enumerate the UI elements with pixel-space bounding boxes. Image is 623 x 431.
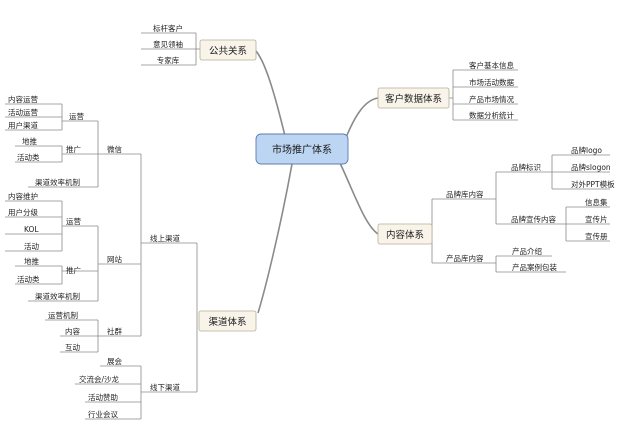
center-node: 市场推广体系 (255, 133, 349, 165)
wechat-promotion-label: 推广 (66, 144, 81, 154)
connector-center-content (339, 162, 379, 235)
wechat-promotion-item: 活动类 (17, 152, 40, 162)
website-promotion-label: 推广 (66, 265, 81, 275)
pr-item: 专家库 (157, 55, 180, 65)
wechat-operation-item: 内容运营 (8, 94, 38, 104)
website-promotion-item: 活动类 (17, 274, 40, 284)
product-library-item: 产品案例包装 (512, 262, 557, 272)
offline-item: 展会 (107, 356, 122, 366)
connector-center-channel (257, 163, 293, 314)
branch-customer-data: 客户数据体系 (377, 87, 450, 109)
customer-data-title: 客户数据体系 (385, 93, 442, 105)
brand-promo-item: 信息集 (585, 197, 608, 207)
branch-content: 内容体系 (377, 223, 433, 245)
website-operation-label: 运营 (66, 216, 81, 226)
wechat-label: 微信 (107, 144, 122, 154)
wechat-mechanism: 渠道效率机制 (35, 177, 80, 187)
labels-channel: 线上渠道 线下渠道 微信 运营 内容运营 活动运营 用户渠道 推广 地推 活动类… (8, 94, 180, 419)
brand-identity-label: 品牌标识 (511, 162, 541, 172)
connector-center-public (254, 49, 286, 137)
offline-item: 活动赞助 (88, 392, 118, 402)
website-operation-item: 内容维护 (8, 191, 38, 201)
wechat-operation-label: 运营 (69, 111, 84, 121)
community-item: 运营机制 (48, 310, 78, 320)
website-label: 网站 (107, 254, 122, 264)
center-node-label: 市场推广体系 (272, 143, 332, 156)
cd-item: 客户基本信息 (469, 60, 514, 70)
brand-promo-item: 宣传片 (585, 214, 608, 224)
wechat-promotion-item: 地推 (22, 136, 37, 146)
public-relations-title: 公共关系 (209, 45, 247, 57)
channel-title: 渠道体系 (208, 316, 246, 328)
website-promotion-item: 地推 (24, 256, 39, 266)
wechat-operation-item: 用户渠道 (8, 120, 38, 130)
brand-identity-item: 品牌logo (571, 145, 602, 155)
offline-channel-label: 线下渠道 (150, 382, 180, 392)
product-library-item: 产品介绍 (512, 246, 542, 256)
website-operation-item: 用户分级 (8, 207, 38, 217)
labels-content: 品牌库内容 品牌标识 品牌logo 品牌slogon 对外PPT模板 品牌宣传内… (446, 145, 615, 272)
community-item: 内容 (65, 326, 80, 336)
brand-identity-item: 对外PPT模板 (571, 179, 615, 189)
online-channel-label: 线上渠道 (150, 233, 180, 243)
connectors (5, 32, 610, 420)
brand-identity-item: 品牌slogon (571, 162, 611, 172)
community-label: 社群 (107, 326, 122, 336)
connector-center-customer (344, 97, 379, 141)
branch-public-relations: 公共关系 (199, 39, 257, 61)
pr-item: 标杆客户 (153, 23, 183, 33)
offline-item: 行业会议 (88, 409, 118, 419)
wechat-operation-item: 活动运营 (8, 107, 38, 117)
offline-item: 交流会/沙龙 (79, 374, 120, 384)
content-title: 内容体系 (386, 229, 424, 241)
website-mechanism: 渠道效率机制 (35, 291, 80, 301)
branch-channel: 渠道体系 (198, 310, 257, 332)
website-operation-item: 活动 (24, 241, 39, 251)
pr-item: 意见领袖 (153, 39, 183, 49)
brand-promo-label: 品牌宣传内容 (511, 214, 556, 224)
website-operation-item: KOL (24, 225, 39, 234)
brand-library-label: 品牌库内容 (446, 189, 484, 199)
cd-item: 产品市场情况 (469, 94, 514, 104)
cd-item: 市场活动数据 (469, 77, 514, 87)
brand-promo-item: 宣传册 (585, 231, 608, 241)
labels-public-relations: 标杆客户 意见领袖 专家库 (153, 23, 183, 65)
cd-item: 数据分析统计 (469, 110, 514, 120)
product-library-label: 产品库内容 (446, 253, 484, 263)
labels-customer-data: 客户基本信息 市场活动数据 产品市场情况 数据分析统计 (469, 60, 514, 120)
community-item: 互动 (65, 342, 80, 352)
